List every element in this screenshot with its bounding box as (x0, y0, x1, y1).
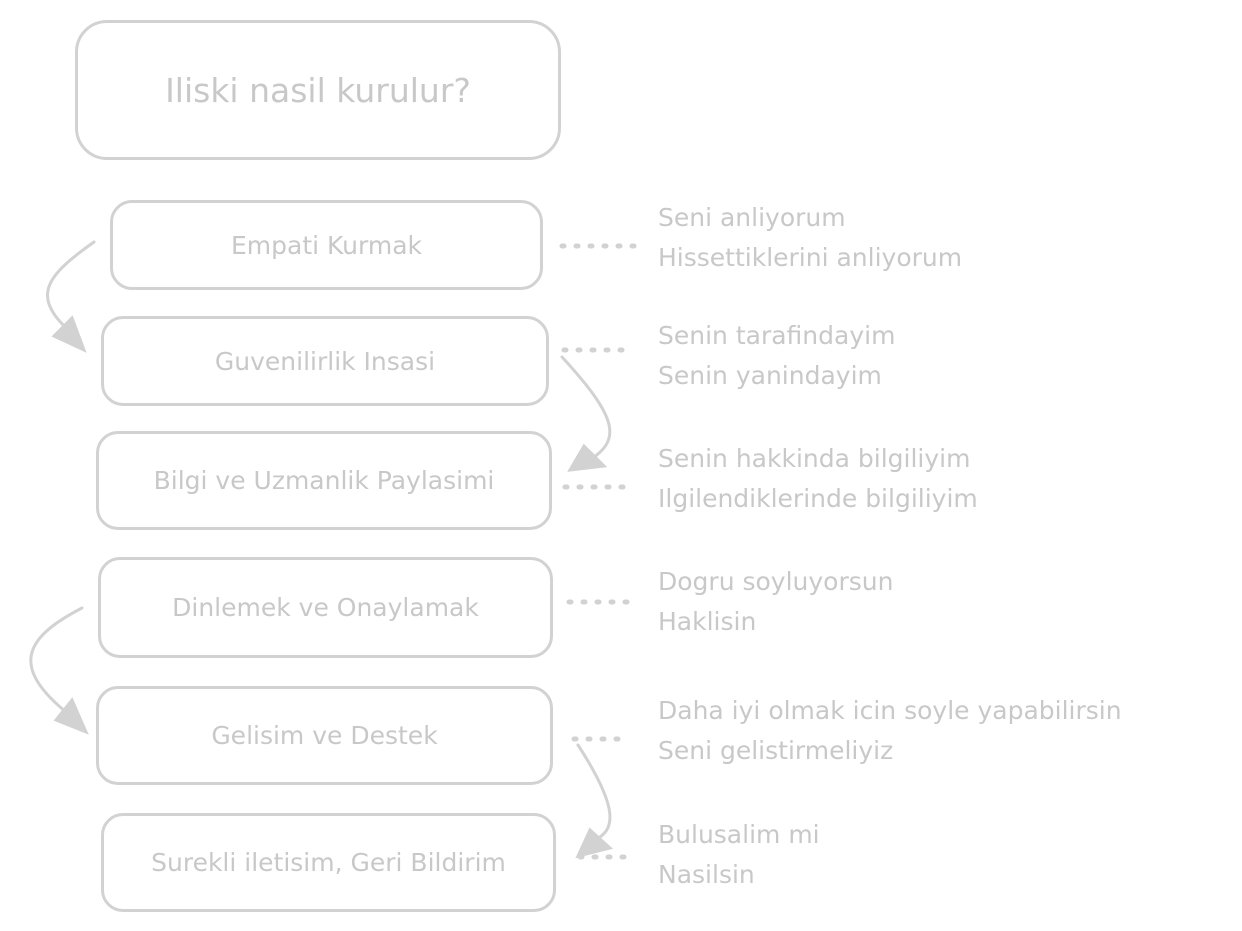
arrowhead-icon (567, 443, 608, 472)
step-notes: Bulusalim mi Nasilsin (658, 815, 820, 895)
arrow-5-6 (576, 743, 612, 842)
note-line: Haklisin (658, 607, 757, 636)
dotted-connectors (559, 243, 645, 860)
step-box: Bilgi ve Uzmanlik Paylasimi (96, 431, 552, 530)
step-box: Dinlemek ve Onaylamak (98, 557, 553, 658)
note-line: Ilgilendiklerinde bilgiliyim (658, 484, 978, 513)
note-line: Senin tarafindayim (658, 321, 896, 350)
arrowhead-icon (575, 827, 614, 859)
note-line: Senin yanindayim (658, 361, 882, 390)
step-box: Gelisim ve Destek (96, 686, 553, 785)
step-box: Guvenilirlik Insasi (101, 316, 549, 406)
diagram-title: Iliski nasil kurulur? (75, 20, 561, 160)
note-line: Bulusalim mi (658, 820, 820, 849)
note-line: Daha iyi olmak icin soyle yapabilirsin (658, 696, 1122, 725)
note-line: Seni gelistirmeliyiz (658, 736, 894, 765)
note-line: Dogru soyluyorsun (658, 567, 894, 596)
note-line: Senin hakkinda bilgiliyim (658, 444, 971, 473)
step-box: Surekli iletisim, Geri Bildirim (101, 813, 556, 912)
arrow-4-5 (29, 606, 84, 722)
arrow-2-3 (560, 355, 612, 462)
note-line: Seni anliyorum (658, 203, 846, 232)
note-line: Hissettiklerini anliyorum (658, 243, 963, 272)
arrowhead-icon (53, 697, 89, 735)
arrowhead-icon (51, 315, 87, 353)
note-line: Nasilsin (658, 860, 755, 889)
step-box: Empati Kurmak (110, 200, 543, 290)
